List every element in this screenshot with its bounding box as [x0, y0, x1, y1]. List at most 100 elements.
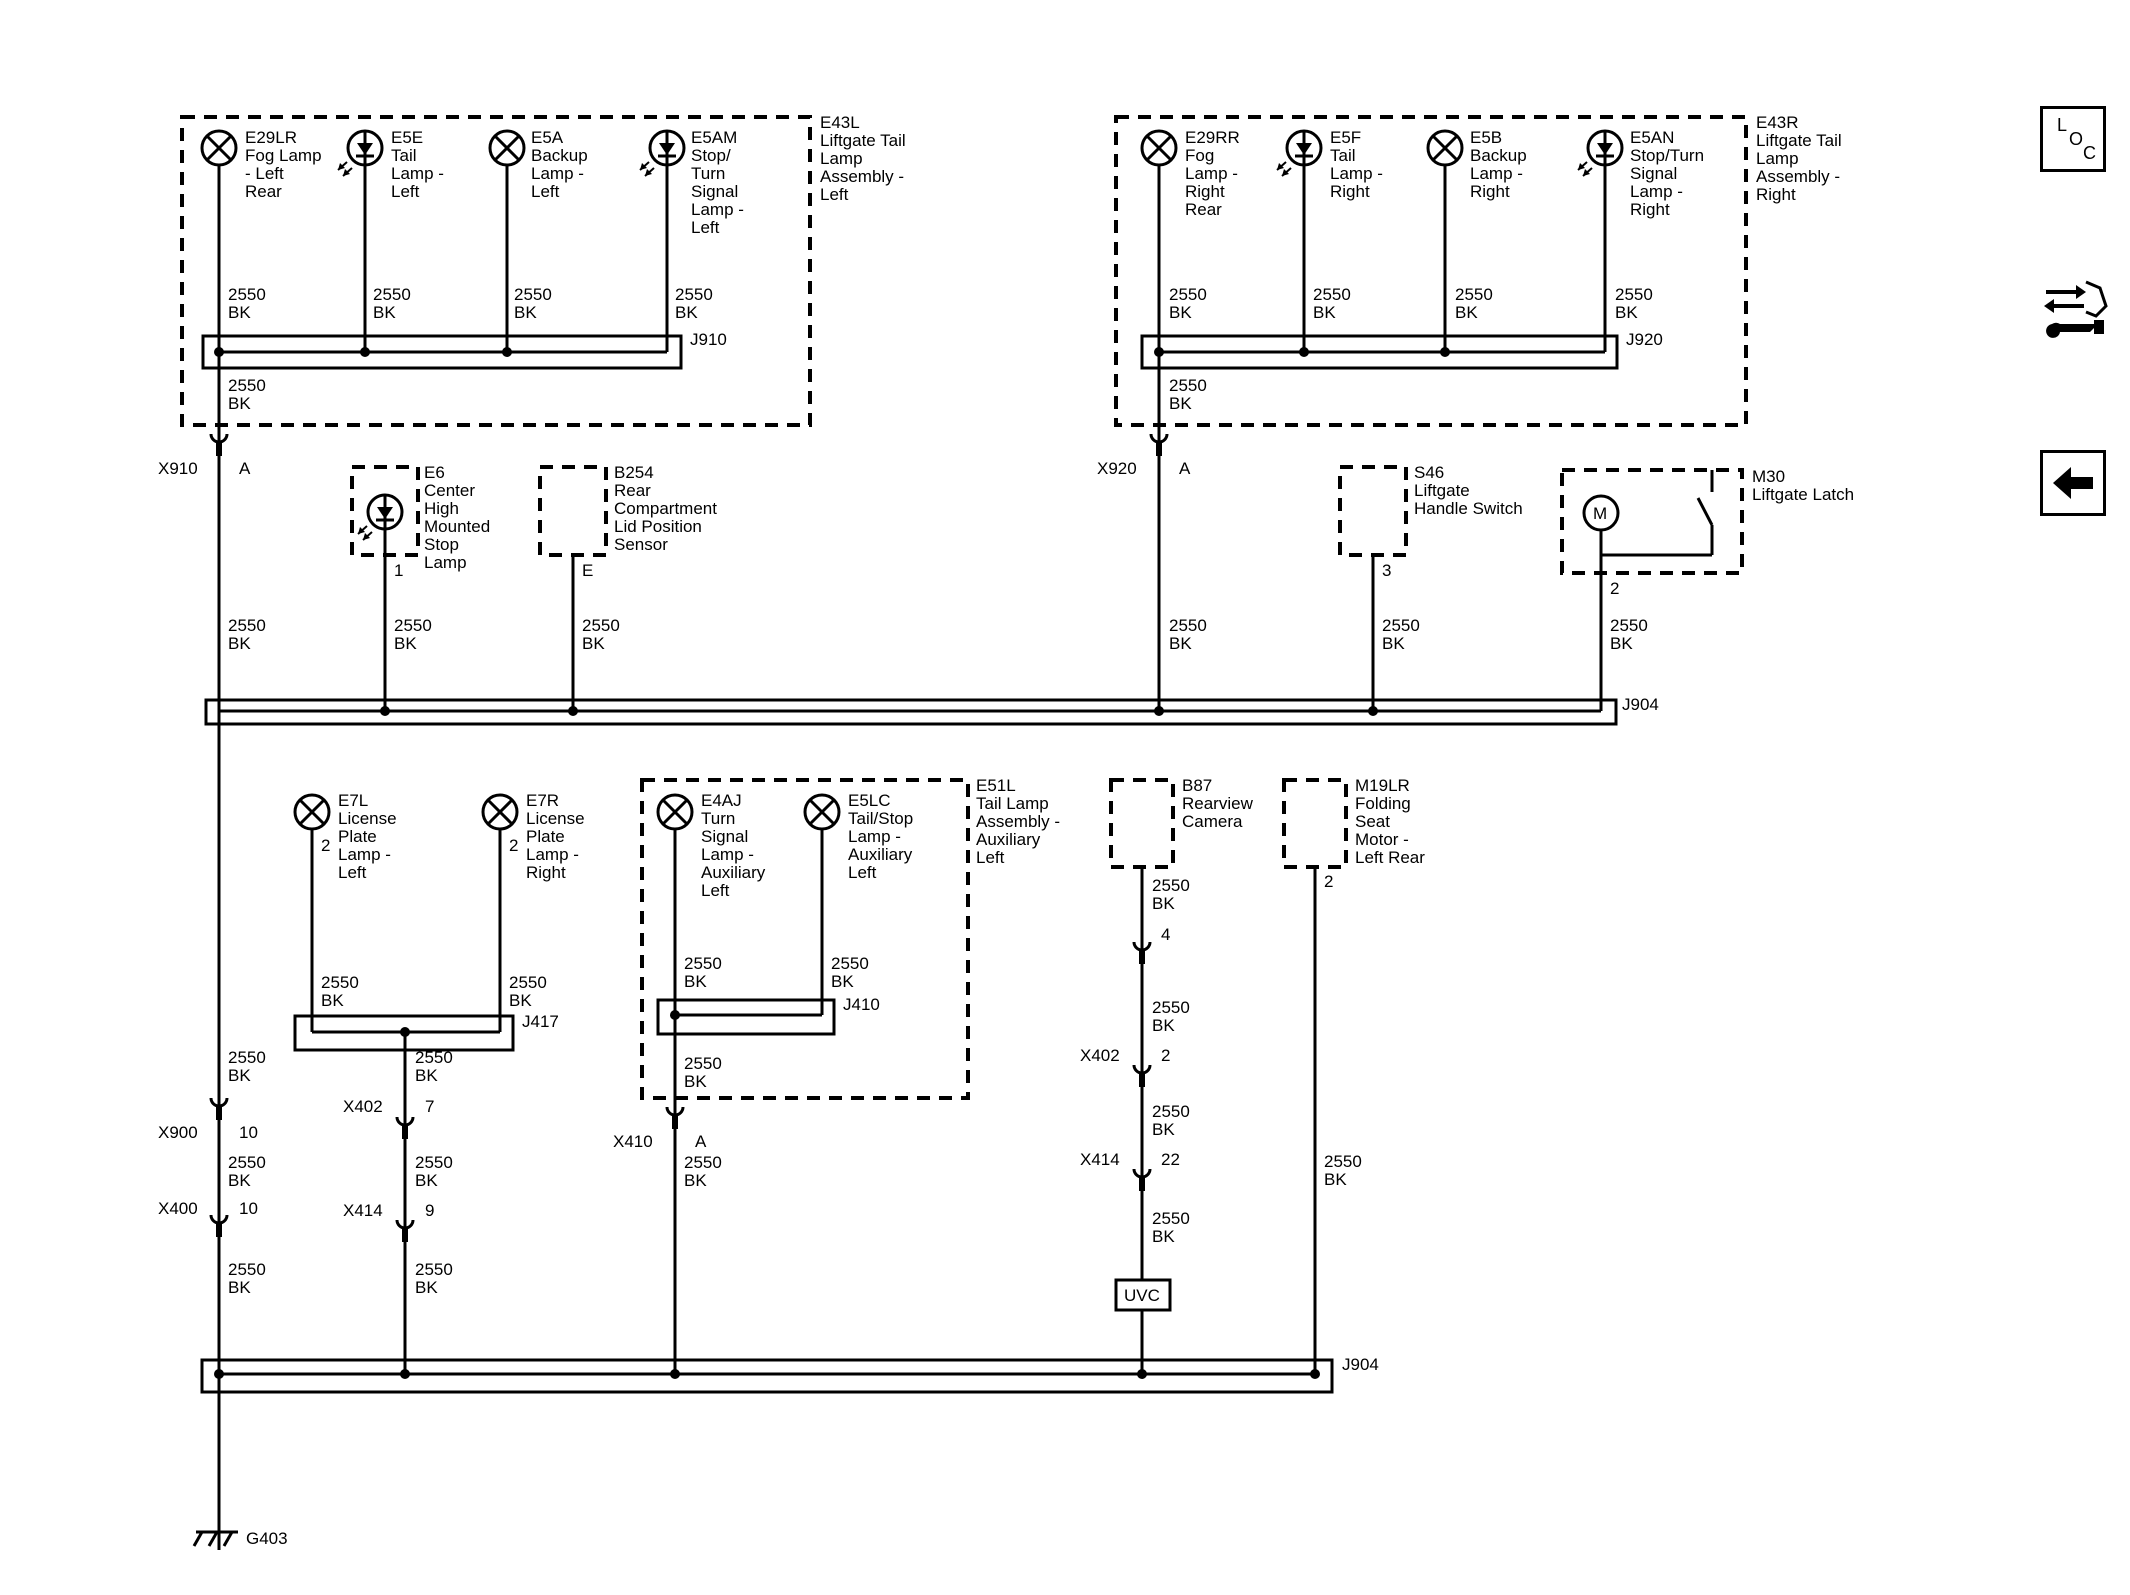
svg-text:BK: BK: [1152, 894, 1175, 913]
loc-icon: O: [2069, 129, 2084, 149]
m19lr-component-outline: [1282, 778, 1348, 869]
x900-pin: 10: [239, 1123, 258, 1142]
e7l-pin: 2: [321, 836, 330, 855]
ground-icon: [192, 1530, 238, 1547]
svg-text:E5E: E5E: [391, 128, 423, 147]
x402-b-pin: 2: [1161, 1046, 1170, 1065]
uvc-box: [1114, 1278, 1172, 1312]
e43l-label: E43L Liftgate Tail Lamp Assembly - Left: [820, 113, 906, 204]
svg-text:2550: 2550: [1169, 285, 1207, 304]
svg-text:Rear: Rear: [1185, 200, 1222, 219]
x400-label: X400: [158, 1199, 198, 1218]
svg-text:Lamp: Lamp: [820, 149, 863, 168]
svg-text:BK: BK: [321, 991, 344, 1010]
e6-pin: 1: [394, 561, 403, 580]
svg-text:2550: 2550: [1152, 1209, 1190, 1228]
svg-text:Liftgate Tail: Liftgate Tail: [820, 131, 906, 150]
svg-text:2550: 2550: [1313, 285, 1351, 304]
x410-pin: A: [695, 1132, 707, 1151]
svg-text:Right: Right: [1185, 182, 1225, 201]
svg-text:Right: Right: [1330, 182, 1370, 201]
connector-view-button[interactable]: [2040, 276, 2110, 346]
e51l-label: E51L Tail Lamp Assembly - Auxiliary Left: [976, 776, 1060, 867]
svg-text:BK: BK: [684, 1072, 707, 1091]
svg-text:BK: BK: [228, 394, 251, 413]
svg-text:Backup: Backup: [1470, 146, 1527, 165]
svg-text:M19LR: M19LR: [1355, 776, 1410, 795]
svg-text:2550: 2550: [1169, 376, 1207, 395]
b254-label: B254 Rear Compartment Lid Position Senso…: [614, 463, 717, 554]
svg-text:Tail/Stop: Tail/Stop: [848, 809, 913, 828]
svg-text:Left: Left: [820, 185, 849, 204]
svg-text:E6: E6: [424, 463, 445, 482]
splice-j910: [201, 334, 683, 370]
svg-text:BK: BK: [1455, 303, 1478, 322]
m19lr-label: M19LR Folding Seat Motor - Left Rear: [1355, 776, 1425, 867]
svg-text:2550: 2550: [228, 1153, 266, 1172]
svg-text:BK: BK: [373, 303, 396, 322]
x402-a-label: X402: [343, 1097, 383, 1116]
x920-label: X920: [1097, 459, 1137, 478]
svg-text:M30: M30: [1752, 467, 1785, 486]
svg-text:High: High: [424, 499, 459, 518]
x910-pin: A: [239, 459, 251, 478]
svg-text:Mounted: Mounted: [424, 517, 490, 536]
m30-motor-label: M: [1593, 504, 1607, 523]
splice-j904-bottom: [200, 1358, 1334, 1394]
back-button[interactable]: [2040, 450, 2106, 516]
svg-text:Lid Position: Lid Position: [614, 517, 702, 536]
svg-text:E5A: E5A: [531, 128, 564, 147]
svg-text:Lamp -: Lamp -: [1630, 182, 1683, 201]
svg-text:Lamp -: Lamp -: [531, 164, 584, 183]
x402-a-pin: 7: [425, 1097, 434, 1116]
svg-text:2550: 2550: [1169, 616, 1207, 635]
svg-text:E5AN: E5AN: [1630, 128, 1674, 147]
svg-text:BK: BK: [1169, 303, 1192, 322]
svg-text:Plate: Plate: [526, 827, 565, 846]
svg-text:2550: 2550: [321, 973, 359, 992]
svg-text:2550: 2550: [394, 616, 432, 635]
svg-text:BK: BK: [1610, 634, 1633, 653]
svg-text:Stop/Turn: Stop/Turn: [1630, 146, 1704, 165]
svg-text:BK: BK: [582, 634, 605, 653]
e5am-led-lamp-icon: [638, 129, 686, 178]
b254-component-outline: [538, 465, 608, 557]
svg-text:B87: B87: [1182, 776, 1212, 795]
svg-text:Rearview: Rearview: [1182, 794, 1254, 813]
svg-text:Plate: Plate: [338, 827, 377, 846]
svg-text:Lamp -: Lamp -: [338, 845, 391, 864]
e5an-led-lamp-icon: [1576, 129, 1624, 178]
svg-text:Fog Lamp: Fog Lamp: [245, 146, 322, 165]
svg-text:Sensor: Sensor: [614, 535, 668, 554]
svg-text:2550: 2550: [228, 376, 266, 395]
svg-text:BK: BK: [394, 634, 417, 653]
loc-button[interactable]: L O C: [2040, 106, 2106, 172]
e5b-lamp-icon: [1426, 129, 1464, 167]
svg-text:BK: BK: [1615, 303, 1638, 322]
svg-text:Auxiliary: Auxiliary: [701, 863, 766, 882]
svg-text:Camera: Camera: [1182, 812, 1243, 831]
svg-text:B254: B254: [614, 463, 654, 482]
e5e-label: E5E Tail Lamp - Left: [391, 128, 444, 201]
svg-text:E4AJ: E4AJ: [701, 791, 742, 810]
svg-text:Assembly -: Assembly -: [1756, 167, 1840, 186]
svg-text:2550: 2550: [1455, 285, 1493, 304]
svg-text:Signal: Signal: [1630, 164, 1677, 183]
j920-label: J920: [1626, 330, 1663, 349]
